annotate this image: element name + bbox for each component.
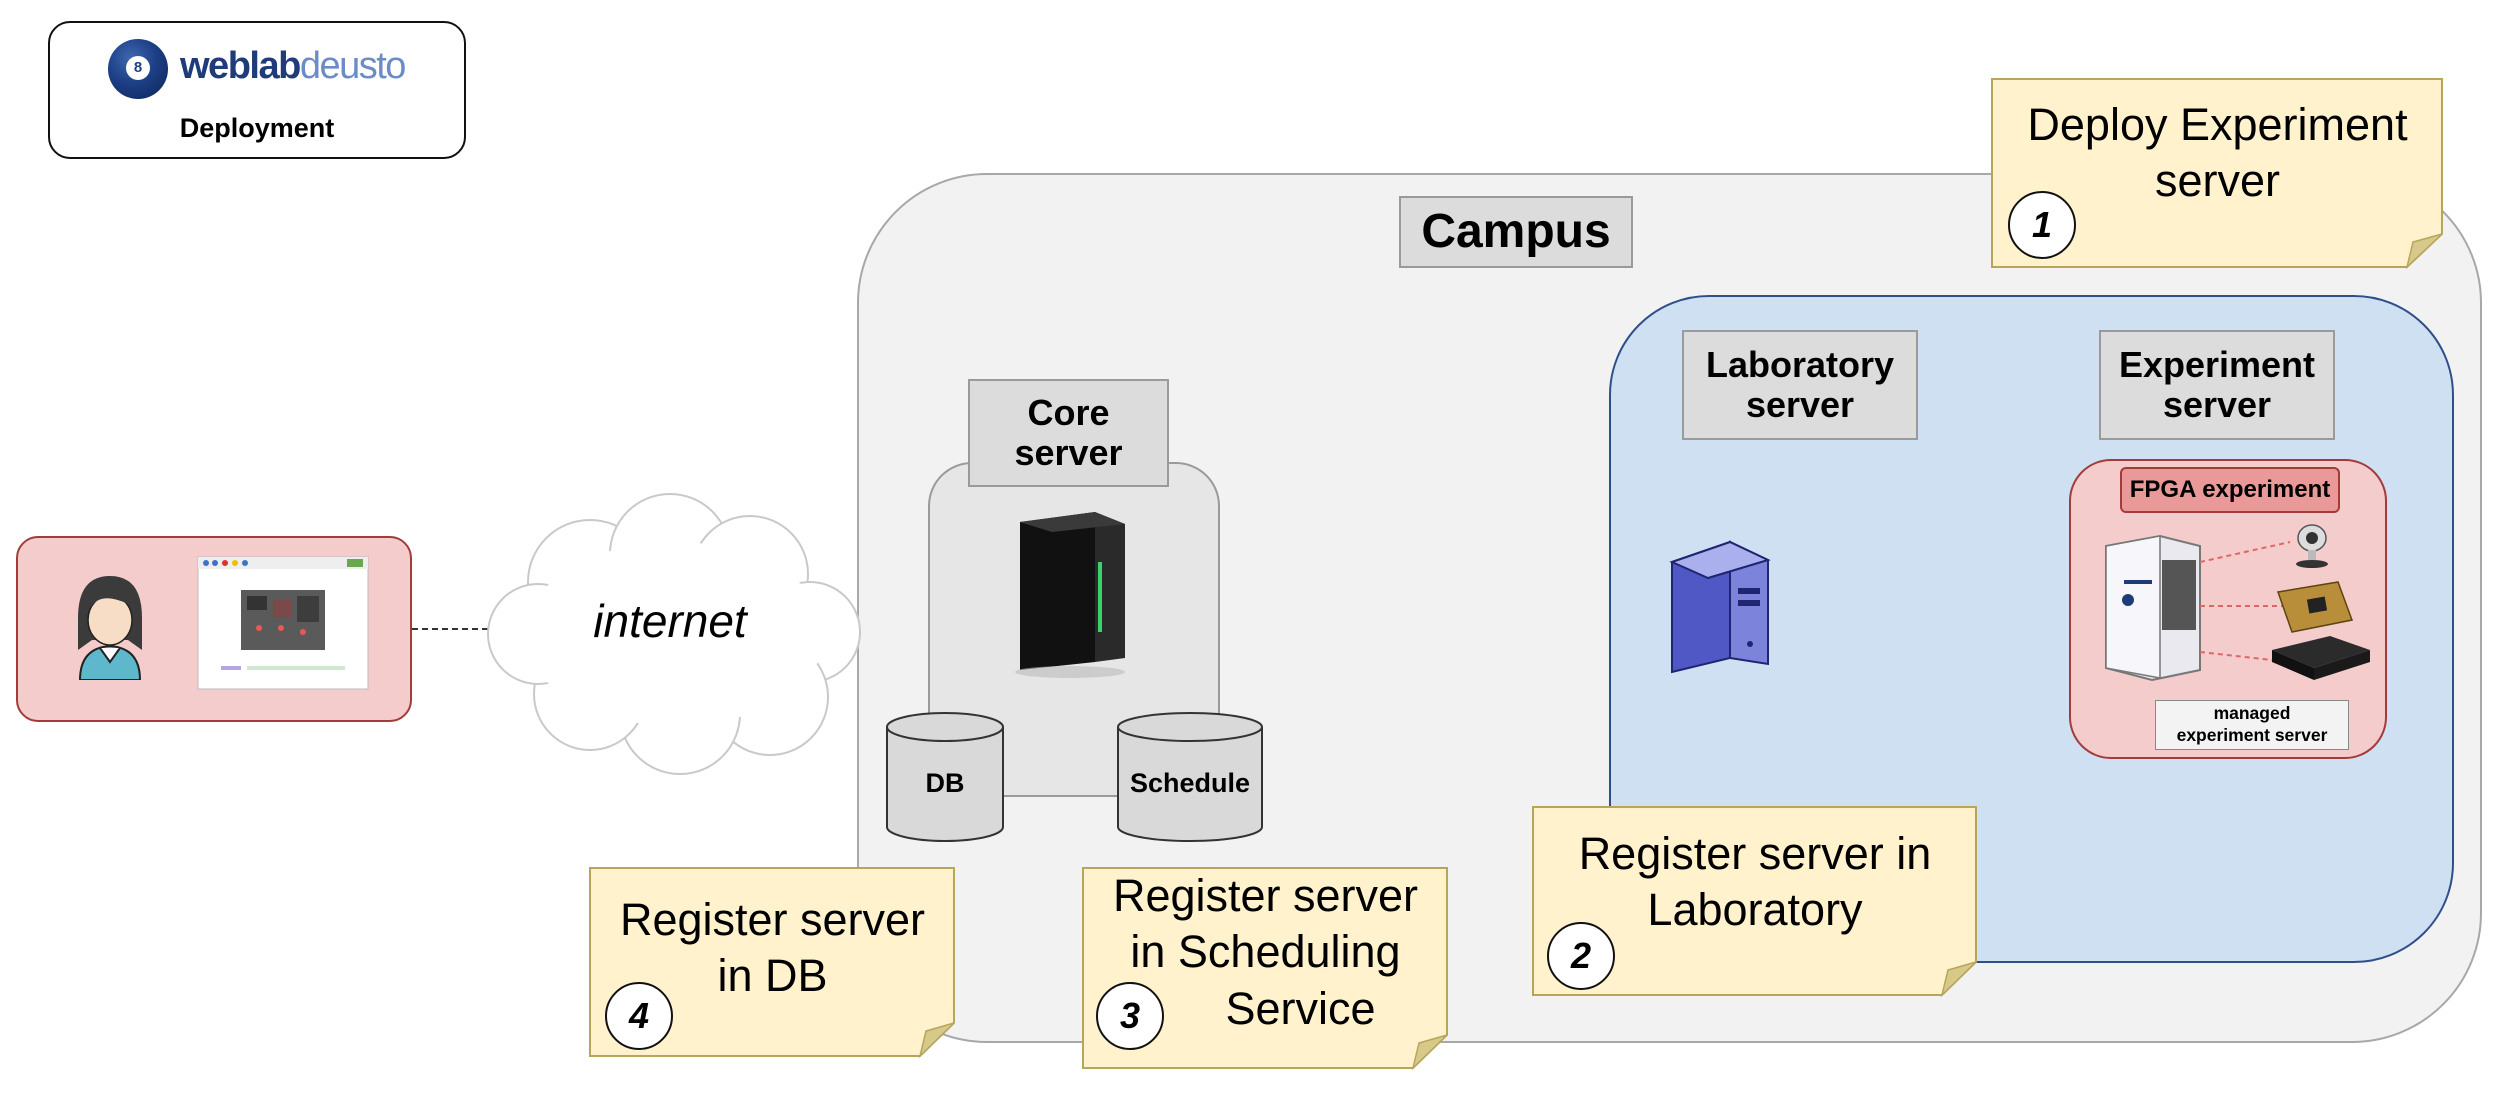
step-3-badge: 3 — [1096, 982, 1164, 1050]
lab-title-line2: server — [1745, 384, 1855, 425]
fpga-rig-photo — [2105, 524, 2370, 682]
core-title-line1: Core — [1027, 391, 1110, 433]
media-box-icon — [2272, 636, 2370, 680]
managed-line2: experiment server — [2176, 725, 2328, 745]
schedule-label: Schedule — [1129, 768, 1251, 798]
internet-label: internet — [593, 595, 747, 647]
core-server-title: Core server — [968, 379, 1169, 487]
database-cylinder-icon — [886, 712, 1004, 842]
workstation-icon — [1669, 540, 1771, 674]
note-2-background — [1532, 806, 1977, 997]
server-tower-icon — [1015, 512, 1125, 678]
webcam-icon — [2296, 524, 2328, 568]
logo-wordmark: weblabdeusto — [180, 45, 406, 87]
step-1-badge: 1 — [2008, 191, 2076, 259]
exp-title-line1: Experiment — [2118, 343, 2316, 385]
lab-title-line1: Laboratory — [1705, 343, 1895, 385]
user-avatar-icon — [78, 576, 142, 680]
core-title-line2: server — [1014, 432, 1123, 473]
weblab-ball-icon: 8 — [108, 39, 168, 99]
fpga-board-icon — [2276, 581, 2354, 633]
logo-box: 8 weblabdeusto Deployment — [48, 21, 466, 159]
db-label: DB — [925, 768, 965, 798]
cloud-icon — [487, 493, 861, 775]
experiment-server-title: Experiment server — [2099, 330, 2335, 440]
note-3-background — [1082, 867, 1448, 1070]
managed-line1: managed — [2213, 703, 2291, 724]
note-4-background — [589, 867, 955, 1058]
exp-title-line2: server — [2162, 384, 2272, 425]
browser-window-icon — [197, 556, 369, 690]
logo-subtitle: Deployment — [179, 113, 335, 143]
scheduler-cylinder-icon — [1117, 712, 1263, 842]
laboratory-server-title: Laboratory server — [1682, 330, 1918, 440]
managed-experiment-server-label: managed experiment server — [2155, 700, 2349, 750]
step-4-badge: 4 — [605, 982, 673, 1050]
campus-title: Campus — [1399, 196, 1633, 268]
note-1-background — [1991, 78, 2443, 269]
fpga-experiment-label: FPGA experiment — [2120, 467, 2340, 513]
step-2-badge: 2 — [1547, 922, 1615, 990]
ball-number: 8 — [126, 56, 150, 80]
